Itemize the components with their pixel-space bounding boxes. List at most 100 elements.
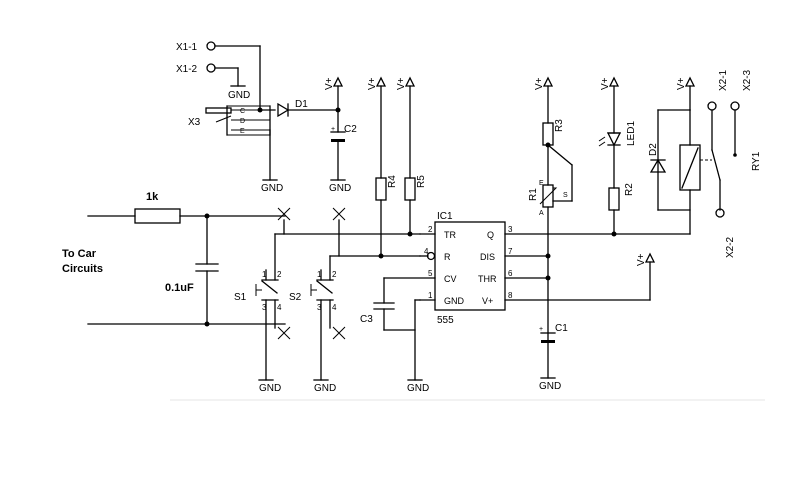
- connector-x1: X1-1 X1-2 GND: [176, 41, 261, 111]
- terminal-x1-1: [206, 41, 216, 51]
- svg-text:3: 3: [262, 303, 267, 312]
- svg-text:R: R: [444, 252, 451, 262]
- svg-text:4: 4: [332, 303, 337, 312]
- svg-text:V+: V+: [396, 77, 407, 90]
- capacitor-c2: C2 + GND: [329, 85, 357, 194]
- svg-text:3: 3: [317, 303, 322, 312]
- vplus-symbol-c2: V+: [324, 76, 344, 90]
- svg-text:D: D: [240, 118, 245, 125]
- terminal-x2-2: [715, 208, 725, 218]
- svg-text:A: A: [539, 210, 544, 217]
- svg-text:7: 7: [508, 247, 513, 256]
- vplus-symbol-pin8: V+: [636, 252, 656, 301]
- vplus-symbol-r3: V+: [534, 76, 554, 90]
- capacitor-label: 0.1uF: [165, 282, 194, 294]
- svg-text:GND: GND: [314, 383, 336, 394]
- svg-text:X1-1: X1-1: [176, 42, 198, 53]
- svg-text:R1: R1: [528, 188, 539, 201]
- diode-d1: D1: [277, 99, 339, 118]
- svg-text:C2: C2: [344, 124, 357, 135]
- potentiometer-r1: R1 E S A: [528, 144, 573, 341]
- capacitor-c3: C3: [360, 277, 416, 331]
- svg-text:4: 4: [277, 303, 282, 312]
- resistor-r2: R2: [608, 183, 635, 235]
- svg-text:V+: V+: [534, 77, 545, 90]
- svg-text:+: +: [331, 126, 335, 133]
- vplus-symbol-led: V+: [600, 76, 620, 90]
- ic1-body: [434, 221, 506, 311]
- terminal-cross: [277, 207, 291, 221]
- switch-s1-label: S1: [234, 292, 247, 303]
- svg-text:R5: R5: [416, 175, 427, 188]
- svg-text:C: C: [240, 108, 245, 115]
- svg-text:3: 3: [508, 225, 513, 234]
- svg-text:E: E: [539, 180, 544, 187]
- capacitor-c1: C1 + GND: [539, 323, 568, 392]
- svg-text:V+: V+: [636, 253, 647, 266]
- note-line-1: To Car: [62, 248, 97, 260]
- vplus-symbol-r4: V+: [367, 76, 387, 90]
- terminal-cross: [277, 326, 291, 340]
- svg-text:E: E: [240, 128, 245, 135]
- svg-text:X2-1: X2-1: [718, 69, 729, 91]
- svg-text:2: 2: [332, 270, 337, 279]
- svg-text:5: 5: [428, 269, 433, 278]
- gnd-symbol-s1: GND: [258, 379, 281, 394]
- resistor-r5: R5: [404, 85, 427, 235]
- resistor-r4: R4: [375, 85, 398, 257]
- svg-text:6: 6: [508, 269, 513, 278]
- svg-text:R2: R2: [624, 183, 635, 196]
- switch-s1: 1 2 3 4 S1: [234, 219, 421, 381]
- svg-text:D2: D2: [648, 143, 659, 156]
- svg-text:+: +: [539, 326, 543, 333]
- svg-text:2: 2: [428, 225, 433, 234]
- svg-text:D1: D1: [295, 99, 308, 110]
- vplus-symbol-relay: V+: [676, 76, 696, 90]
- svg-text:C3: C3: [360, 314, 373, 325]
- resistor-r3: R3: [542, 85, 565, 186]
- terminal-cross: [332, 326, 346, 340]
- svg-text:GND: GND: [329, 183, 351, 194]
- svg-text:GND: GND: [259, 383, 281, 394]
- svg-text:DIS: DIS: [480, 252, 495, 262]
- gnd-symbol-ic: GND: [407, 299, 429, 394]
- switch-s2-label: S2: [289, 292, 302, 303]
- svg-text:V+: V+: [482, 296, 493, 306]
- ic1-555: IC1 555 TR Q R DIS CV THR GND V+ 2 3 4 7…: [383, 211, 691, 326]
- led-led1: LED1: [598, 85, 637, 189]
- relay-ry1: D2 X2-1 X2-3 X2-2 RY1: [648, 69, 762, 258]
- terminal-x1-2: [206, 63, 216, 73]
- svg-text:V+: V+: [367, 77, 378, 90]
- switch-s2: 1 2 3 4 S2: [289, 219, 421, 381]
- svg-text:V+: V+: [324, 77, 335, 90]
- svg-text:CV: CV: [444, 274, 457, 284]
- ic1-label: IC1: [437, 211, 453, 222]
- resistor-1k-label: 1k: [146, 191, 159, 203]
- svg-text:GND: GND: [261, 183, 283, 194]
- svg-text:GND: GND: [407, 383, 429, 394]
- svg-text:R4: R4: [387, 175, 398, 188]
- svg-text:LED1: LED1: [626, 121, 637, 146]
- gnd-symbol-s2: GND: [313, 379, 336, 394]
- connector-x3: C D E X3 GND: [188, 105, 283, 194]
- svg-text:TR: TR: [444, 230, 456, 240]
- svg-text:4: 4: [424, 247, 429, 256]
- input-network: 1k 0.1uF To Car Circuits: [62, 191, 346, 340]
- svg-text:S: S: [563, 192, 568, 199]
- terminal-x2-1: [707, 101, 717, 111]
- note-line-2: Circuits: [62, 263, 103, 275]
- svg-text:R3: R3: [554, 119, 565, 132]
- svg-text:8: 8: [508, 291, 513, 300]
- terminal-x2-3: [730, 101, 740, 111]
- svg-text:1: 1: [428, 291, 433, 300]
- svg-text:X2-3: X2-3: [742, 69, 753, 91]
- svg-text:V+: V+: [676, 77, 687, 90]
- vplus-symbol-r5: V+: [396, 76, 416, 90]
- svg-text:X2-2: X2-2: [725, 236, 736, 258]
- svg-text:X3: X3: [188, 117, 201, 128]
- svg-text:C1: C1: [555, 323, 568, 334]
- svg-text:2: 2: [277, 270, 282, 279]
- svg-text:Q: Q: [487, 230, 494, 240]
- svg-text:GND: GND: [444, 296, 465, 306]
